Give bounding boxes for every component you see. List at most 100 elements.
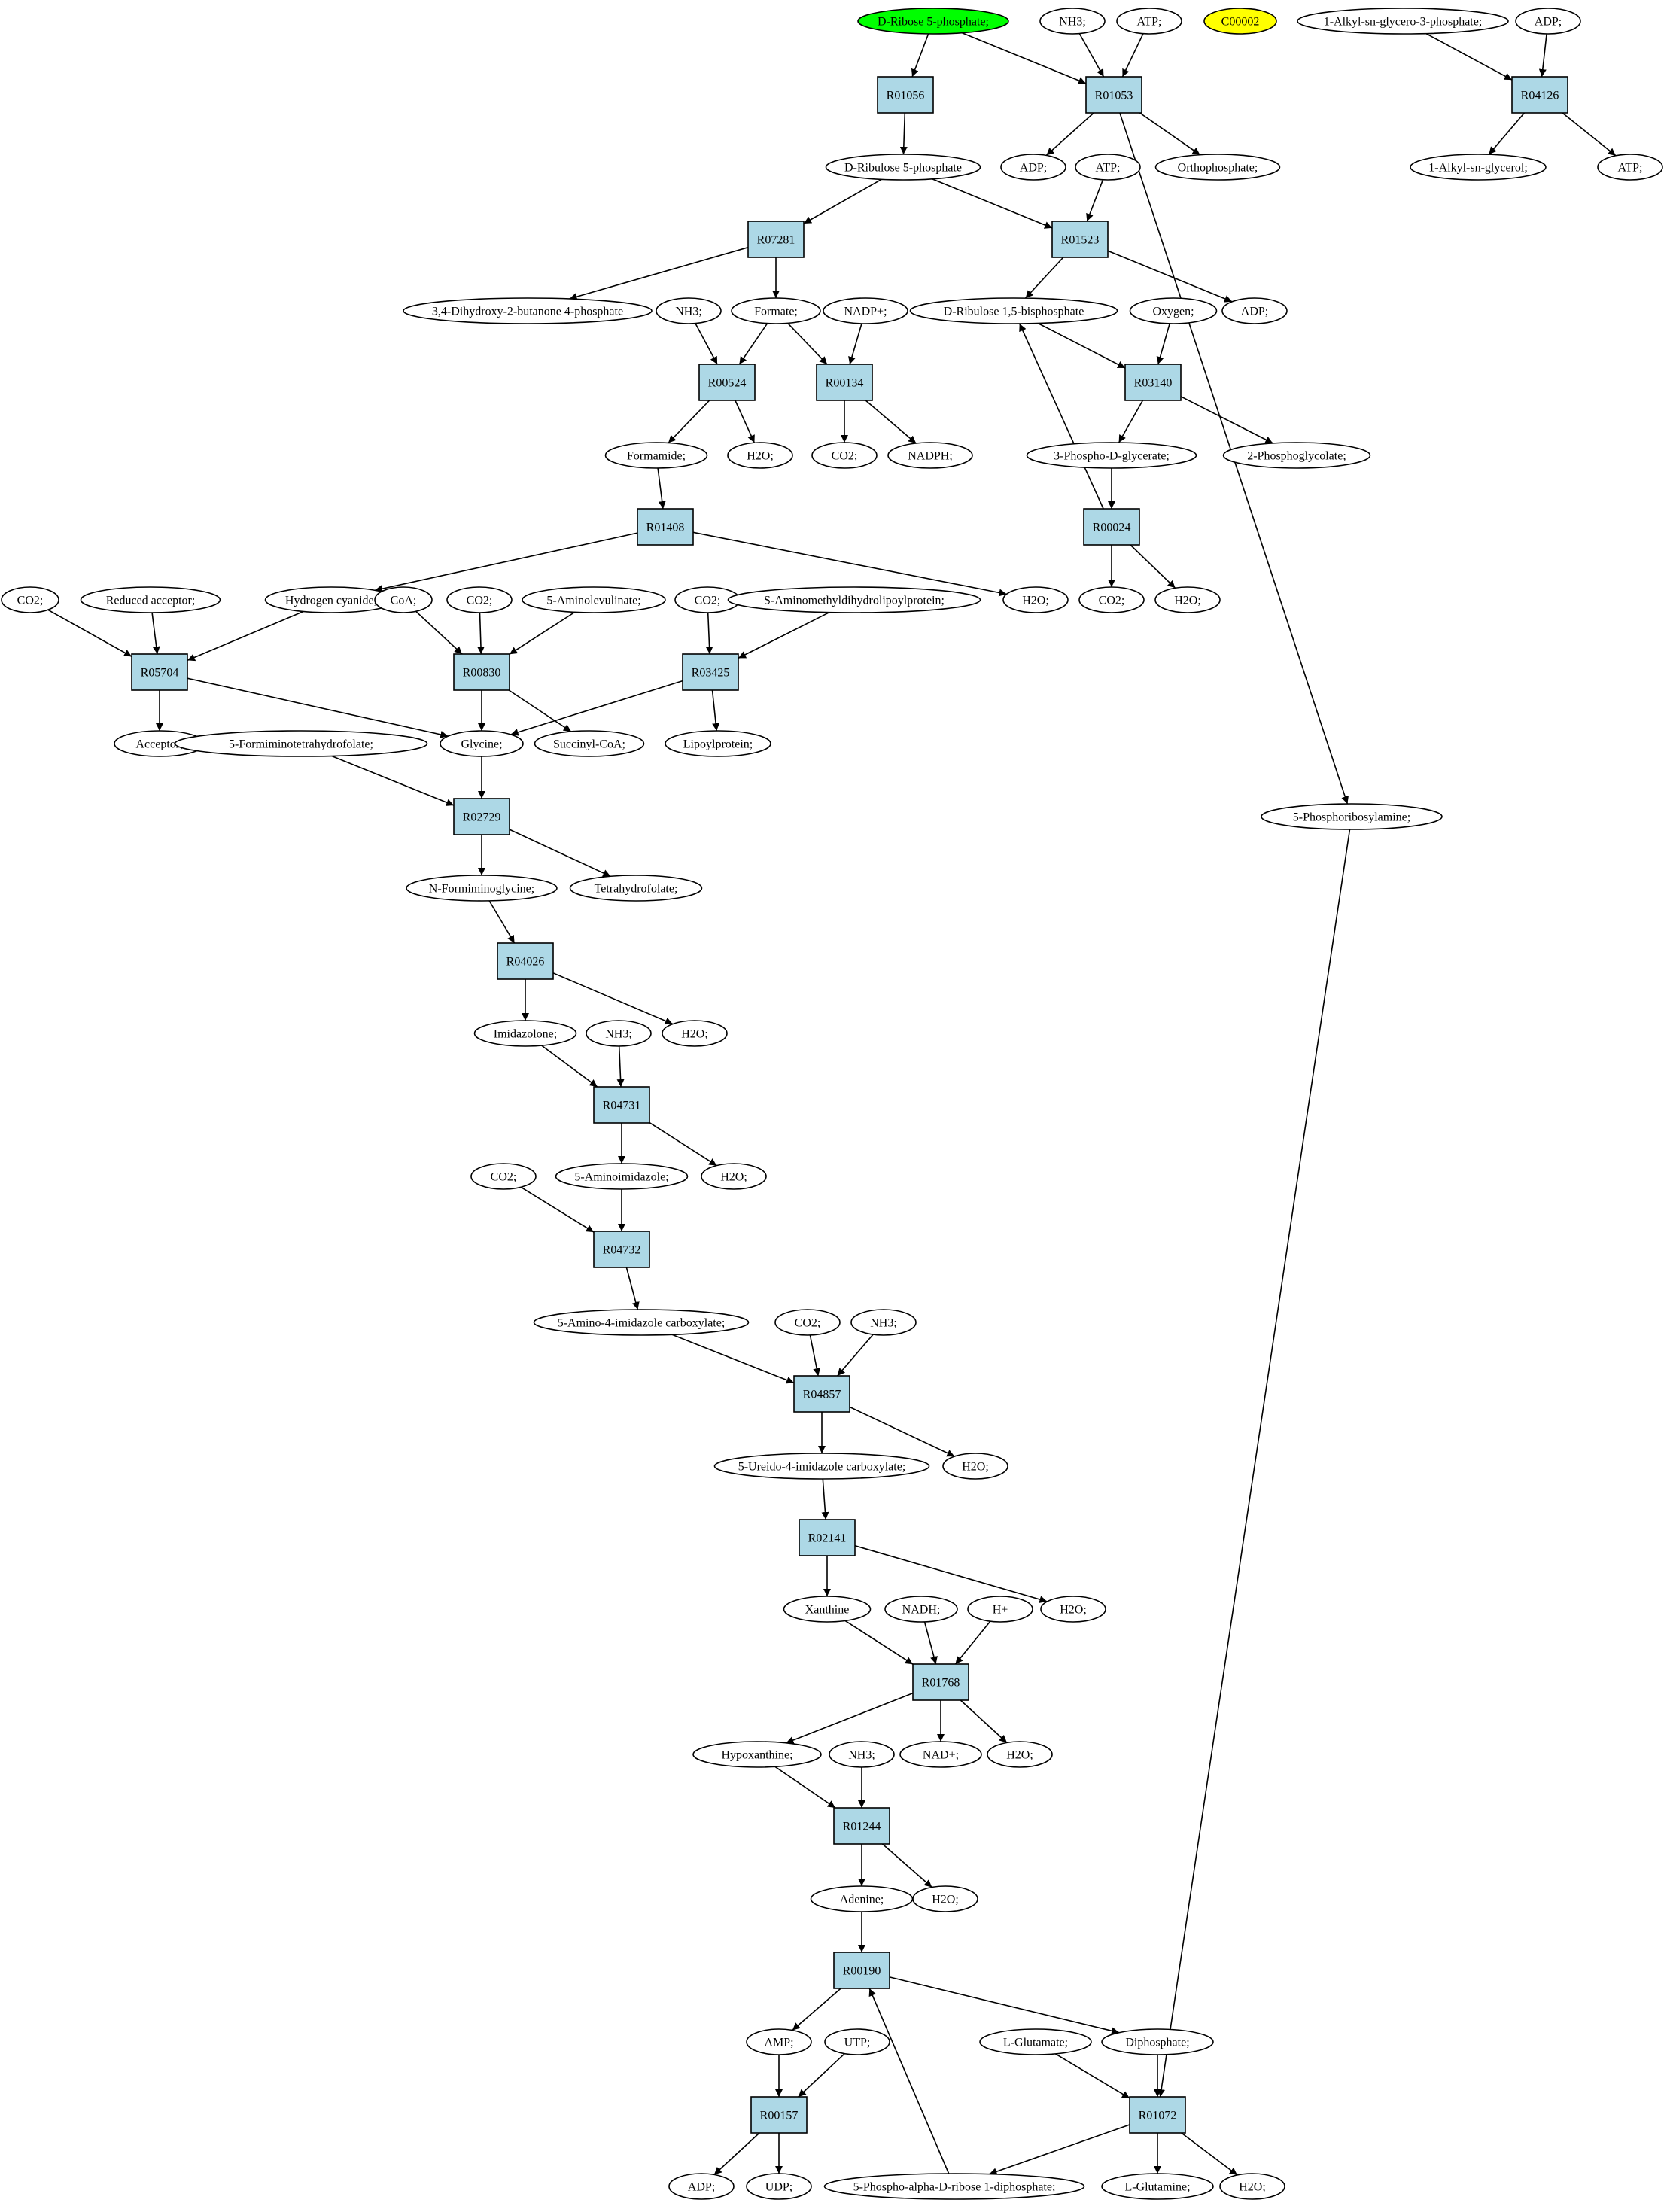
metabolite-node-h2o_e[interactable]: H2O; <box>701 1163 767 1190</box>
metabolite-node-3pg[interactable]: 3-Phospho-D-glycerate; <box>1026 442 1197 469</box>
metabolite-node-h2o_g[interactable]: H2O; <box>1040 1596 1106 1623</box>
reaction-node-r03140[interactable]: R03140 <box>1124 364 1182 401</box>
edge-R03140-to-m_3pg <box>1118 400 1144 443</box>
metabolite-node-2pgly[interactable]: 2-Phosphoglycolate; <box>1222 442 1371 469</box>
metabolite-node-udp[interactable]: UDP; <box>746 2173 812 2200</box>
metabolite-node-ru5p[interactable]: D-Ribulose 5-phosphate <box>825 154 981 181</box>
metabolite-node-imidazolone[interactable]: Imidazolone; <box>473 1020 577 1047</box>
reaction-node-r00157[interactable]: R00157 <box>750 2096 808 2134</box>
metabolite-node-adp_c[interactable]: ADP; <box>1221 297 1288 324</box>
reaction-node-r07281[interactable]: R07281 <box>747 221 805 258</box>
reaction-node-r01053[interactable]: R01053 <box>1085 76 1142 114</box>
metabolite-node-dipho[interactable]: Diphosphate; <box>1101 2028 1214 2055</box>
metabolite-node-nadh[interactable]: NADH; <box>884 1596 958 1623</box>
metabolite-node-atp_c[interactable]: ATP; <box>1597 154 1663 181</box>
metabolite-node-hypox[interactable]: Hypoxanthine; <box>692 1741 822 1768</box>
metabolite-node-co2_c[interactable]: CO2; <box>446 586 513 613</box>
metabolite-node-r5p[interactable]: D-Ribose 5-phosphate; <box>857 8 1009 35</box>
metabolite-node-lglu[interactable]: L-Glutamate; <box>979 2028 1092 2055</box>
metabolite-node-oxygen[interactable]: Oxygen; <box>1129 297 1218 324</box>
reaction-node-r01408[interactable]: R01408 <box>637 508 694 546</box>
metabolite-node-atp_b[interactable]: ATP; <box>1075 154 1141 181</box>
reaction-node-r00024[interactable]: R00024 <box>1083 508 1140 546</box>
reaction-node-r01768[interactable]: R01768 <box>912 1663 969 1701</box>
reaction-node-r01056[interactable]: R01056 <box>877 76 934 114</box>
metabolite-node-thf[interactable]: Tetrahydrofolate; <box>569 875 703 902</box>
metabolite-node-h2o_j[interactable]: H2O; <box>1219 2173 1285 2200</box>
metabolite-node-utp[interactable]: UTP; <box>824 2028 890 2055</box>
metabolite-node-ortho[interactable]: Orthophosphate; <box>1154 154 1281 181</box>
metabolite-node-5u4ic[interactable]: 5-Ureido-4-imidazole carboxylate; <box>713 1453 930 1480</box>
metabolite-node-nadph[interactable]: NADPH; <box>887 442 973 469</box>
reaction-node-r01244[interactable]: R01244 <box>833 1807 890 1845</box>
metabolite-node-adp_a[interactable]: ADP; <box>1515 8 1581 35</box>
metabolite-node-succoa[interactable]: Succinyl-CoA; <box>534 730 645 757</box>
metabolite-node-alkylg3p[interactable]: 1-Alkyl-sn-glycero-3-phosphate; <box>1297 8 1509 35</box>
metabolite-node-formamide[interactable]: Formamide; <box>604 442 708 469</box>
metabolite-node-nh3_a[interactable]: NH3; <box>1039 8 1106 35</box>
reaction-node-r00190[interactable]: R00190 <box>833 1952 890 1989</box>
metabolite-node-xanthine[interactable]: Xanthine <box>783 1596 872 1623</box>
reaction-node-r01072[interactable]: R01072 <box>1129 2096 1186 2134</box>
metabolite-node-hcn[interactable]: Hydrogen cyanide; <box>264 586 398 613</box>
metabolite-node-fthf[interactable]: 5-Formiminotetrahydrofolate; <box>174 730 428 757</box>
metabolite-node-adp_d[interactable]: ADP; <box>668 2173 735 2200</box>
reaction-node-r03425[interactable]: R03425 <box>682 653 739 691</box>
reaction-node-r00524[interactable]: R00524 <box>698 364 756 401</box>
metabolite-node-co2_d[interactable]: CO2; <box>674 586 741 613</box>
metabolite-node-ala[interactable]: 5-Aminolevulinate; <box>522 586 666 613</box>
reaction-node-r05704[interactable]: R05704 <box>131 653 188 691</box>
metabolite-node-formate[interactable]: Formate; <box>731 297 821 324</box>
metabolite-node-redacc[interactable]: Reduced acceptor; <box>80 586 221 613</box>
metabolite-node-co2_g[interactable]: CO2; <box>774 1309 841 1336</box>
metabolite-node-nfg[interactable]: N-Formiminoglycine; <box>406 875 558 902</box>
metabolite-node-c00002[interactable]: C00002 <box>1203 8 1277 35</box>
metabolite-node-samlp[interactable]: S-Aminomethyldihydrolipoylprotein; <box>727 586 981 613</box>
metabolite-node-h2o_h[interactable]: H2O; <box>987 1741 1053 1768</box>
reaction-box <box>453 653 510 691</box>
metabolite-node-dhbp[interactable]: 3,4-Dihydroxy-2-butanone 4-phosphate <box>403 297 653 324</box>
reaction-node-r04732[interactable]: R04732 <box>593 1231 650 1268</box>
metabolite-node-acceptor[interactable]: Acceptor; <box>114 730 205 757</box>
metabolite-node-nh3_b[interactable]: NH3; <box>656 297 722 324</box>
metabolite-node-amp[interactable]: AMP; <box>746 2028 812 2055</box>
metabolite-node-nh3_c[interactable]: NH3; <box>586 1020 652 1047</box>
metabolite-node-atp_a[interactable]: ATP; <box>1116 8 1182 35</box>
reaction-node-r02729[interactable]: R02729 <box>453 798 510 835</box>
metabolite-node-co2_f[interactable]: CO2; <box>470 1163 537 1190</box>
metabolite-node-lipoyl[interactable]: Lipoylprotein; <box>665 730 771 757</box>
reaction-node-r04026[interactable]: R04026 <box>497 942 554 980</box>
metabolite-node-prpp[interactable]: 5-Phospho-alpha-D-ribose 1-diphosphate; <box>823 2173 1085 2200</box>
reaction-node-r02141[interactable]: R02141 <box>799 1519 856 1556</box>
metabolite-node-5a4ic[interactable]: 5-Amino-4-imidazole carboxylate; <box>533 1309 750 1336</box>
metabolite-node-nadp[interactable]: NADP+; <box>823 297 908 324</box>
metabolite-node-h2o_b[interactable]: H2O; <box>1002 586 1069 613</box>
metabolite-node-alkylg[interactable]: 1-Alkyl-sn-glycerol; <box>1410 154 1547 181</box>
reaction-node-r01523[interactable]: R01523 <box>1051 221 1109 258</box>
reaction-node-r04731[interactable]: R04731 <box>593 1086 650 1124</box>
metabolite-node-co2_b[interactable]: CO2; <box>1 586 59 613</box>
metabolite-node-co2_a[interactable]: CO2; <box>811 442 878 469</box>
reaction-node-r00830[interactable]: R00830 <box>453 653 510 691</box>
metabolite-node-co2_e[interactable]: CO2; <box>1078 586 1145 613</box>
metabolite-node-coa[interactable]: CoA; <box>374 586 433 613</box>
metabolite-node-h2o_c[interactable]: H2O; <box>1154 586 1221 613</box>
metabolite-node-5ai[interactable]: 5-Aminoimidazole; <box>555 1163 689 1190</box>
metabolite-node-adenine[interactable]: Adenine; <box>810 1885 914 1912</box>
metabolite-node-prpa[interactable]: 5-Phosphoribosylamine; <box>1261 803 1443 830</box>
metabolite-node-h2o_f[interactable]: H2O; <box>942 1453 1008 1480</box>
metabolite-node-adp_b[interactable]: ADP; <box>1000 154 1066 181</box>
metabolite-node-h2o_a[interactable]: H2O; <box>727 442 793 469</box>
reaction-node-r04126[interactable]: R04126 <box>1511 76 1568 114</box>
metabolite-node-h2o_i[interactable]: H2O; <box>912 1885 978 1912</box>
metabolite-node-glycine[interactable]: Glycine; <box>440 730 524 757</box>
metabolite-node-hplus[interactable]: H+ <box>967 1596 1033 1623</box>
metabolite-node-nad[interactable]: NAD+; <box>899 1741 982 1768</box>
metabolite-node-h2o_d[interactable]: H2O; <box>662 1020 728 1047</box>
reaction-node-r00134[interactable]: R00134 <box>816 364 873 401</box>
metabolite-node-nh3_e[interactable]: NH3; <box>829 1741 895 1768</box>
metabolite-node-rubp[interactable]: D-Ribulose 1,5-bisphosphate <box>909 297 1118 324</box>
metabolite-node-nh3_d[interactable]: NH3; <box>850 1309 917 1336</box>
reaction-node-r04857[interactable]: R04857 <box>793 1375 850 1413</box>
metabolite-node-lgln[interactable]: L-Glutamine; <box>1101 2173 1214 2200</box>
